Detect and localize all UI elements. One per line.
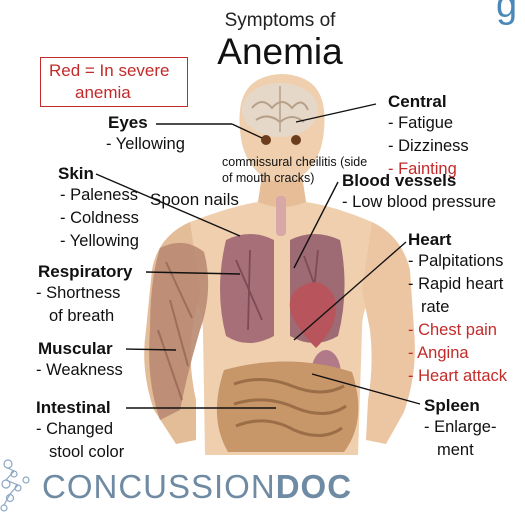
- group-blood-vessels: Blood vessels - Low blood pressure: [342, 171, 496, 214]
- symptom-item: - Low blood pressure: [342, 191, 496, 214]
- muscle-layer: [149, 243, 208, 420]
- trachea: [276, 196, 286, 236]
- symptom-item: - Heart attack: [408, 365, 507, 388]
- symptom-item: - Changed: [36, 418, 124, 441]
- legend-box: Red = In severe anemia: [40, 57, 188, 107]
- brain: [242, 83, 318, 137]
- group-eyes: Eyes - Yellowing: [108, 113, 185, 156]
- group-title: Respiratory: [38, 262, 132, 282]
- symptom-item: rate: [408, 296, 507, 319]
- title-line-2: Anemia: [200, 31, 360, 73]
- annotation-spoon-nails: Spoon nails: [150, 190, 239, 210]
- symptom-item: - Rapid heart: [408, 273, 507, 296]
- legend-line-1: Red = In severe: [49, 60, 179, 82]
- symptom-item: - Dizziness: [388, 135, 469, 158]
- symptom-list: - Weakness: [36, 359, 123, 382]
- symptom-list: - Yellowing: [106, 133, 185, 156]
- title-line-1: Symptoms of: [200, 10, 360, 32]
- group-title: Heart: [408, 230, 507, 250]
- symptom-list: - Palpitations- Rapid heartrate- Chest p…: [408, 250, 507, 388]
- group-spleen: Spleen - Enlarge-ment: [424, 396, 496, 462]
- symptom-item: - Yellowing: [106, 133, 185, 156]
- symptom-item: - Paleness: [60, 184, 139, 207]
- cropped-header-text: g: [496, 0, 517, 27]
- symptom-item: - Coldness: [60, 207, 139, 230]
- group-central: Central - Fatigue- Dizziness- Fainting: [388, 92, 469, 181]
- symptom-item: - Weakness: [36, 359, 123, 382]
- group-skin: Skin - Paleness- Coldness- Yellowing: [58, 164, 139, 253]
- watermark-logo-icon: [1, 460, 29, 511]
- symptom-item: - Yellowing: [60, 230, 139, 253]
- watermark: CONCUSSIONDOC: [42, 468, 352, 506]
- group-title: Intestinal: [36, 398, 124, 418]
- group-muscular: Muscular - Weakness: [38, 339, 123, 382]
- symptom-item: of breath: [36, 305, 132, 328]
- symptom-item: - Palpitations: [408, 250, 507, 273]
- group-heart: Heart - Palpitations- Rapid heartrate- C…: [408, 230, 507, 388]
- symptom-item: stool color: [36, 441, 124, 464]
- symptom-list: - Paleness- Coldness- Yellowing: [60, 184, 139, 253]
- group-title: Skin: [58, 164, 139, 184]
- symptom-item: - Shortness: [36, 282, 132, 305]
- group-title: Muscular: [38, 339, 123, 359]
- watermark-part-1: CONCUSSION: [42, 468, 276, 505]
- legend-line-2: anemia: [49, 82, 179, 104]
- intestines: [217, 361, 359, 452]
- symptom-item: - Chest pain: [408, 319, 507, 342]
- symptom-list: - Shortnessof breath: [36, 282, 132, 328]
- group-title: Central: [388, 92, 469, 112]
- symptom-item: ment: [424, 439, 496, 462]
- symptom-list: - Low blood pressure: [342, 191, 496, 214]
- symptom-item: - Fatigue: [388, 112, 469, 135]
- group-title: Spleen: [424, 396, 496, 416]
- watermark-part-2: DOC: [276, 468, 352, 505]
- annotation-cheilitis-line-1: commissural cheilitis (side: [222, 154, 367, 170]
- symptom-list: - Enlarge-ment: [424, 416, 496, 462]
- group-respiratory: Respiratory - Shortnessof breath: [38, 262, 132, 328]
- symptom-list: - Changedstool color: [36, 418, 124, 464]
- symptom-item: - Enlarge-: [424, 416, 496, 439]
- eye-left: [261, 135, 271, 145]
- symptom-item: - Angina: [408, 342, 507, 365]
- eye-right: [291, 135, 301, 145]
- group-intestinal: Intestinal - Changedstool color: [36, 398, 124, 464]
- group-title: Blood vessels: [342, 171, 496, 191]
- leader-muscular: [126, 349, 176, 350]
- group-title: Eyes: [108, 113, 185, 133]
